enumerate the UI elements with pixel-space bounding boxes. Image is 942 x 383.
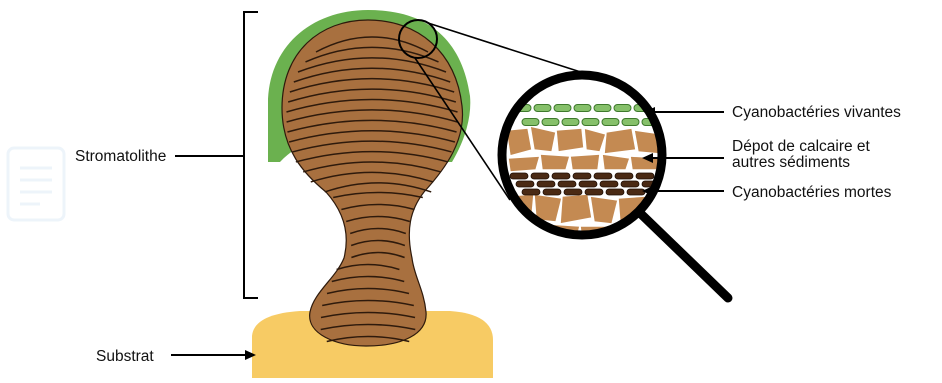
dead-cell: [552, 173, 570, 179]
sediment-grain: [540, 154, 570, 170]
dead-cell: [522, 189, 540, 195]
living-cell: [562, 119, 579, 126]
dead-cell: [564, 189, 582, 195]
dead-cell: [585, 189, 603, 195]
dead-cell: [594, 173, 612, 179]
label-substrate: Substrat: [96, 348, 154, 365]
dead-cell: [558, 181, 576, 187]
living-cell: [522, 119, 539, 126]
dead-cell: [636, 173, 654, 179]
stromatolite-bracket: [175, 12, 258, 298]
living-cell: [574, 105, 591, 112]
dead-cell: [579, 181, 597, 187]
living-cell: [602, 119, 619, 126]
dead-cell: [531, 173, 549, 179]
dead-cell: [600, 181, 618, 187]
living-cell: [614, 105, 631, 112]
living-cell: [534, 105, 551, 112]
sediment-grain: [590, 196, 618, 224]
substrate-arrow: [171, 350, 256, 360]
dead-cell: [621, 181, 639, 187]
dead-cell: [606, 189, 624, 195]
dead-cell: [543, 189, 561, 195]
sediment-grain: [508, 156, 540, 172]
dead-cell: [573, 173, 591, 179]
sediment-grain: [556, 128, 584, 152]
label-deposit-line1: Dépot de calcaire et: [732, 138, 871, 155]
dead-cell: [537, 181, 555, 187]
living-cell: [582, 119, 599, 126]
dead-cell: [615, 173, 633, 179]
sediment-grain: [560, 194, 592, 224]
label-dead-cyanobacteria: Cyanobactéries mortes: [732, 184, 892, 201]
document-icon: [8, 148, 64, 220]
label-stromatolite: Stromatolithe: [75, 148, 166, 165]
living-cell: [622, 119, 639, 126]
dead-cell: [510, 173, 528, 179]
dead-cell: [627, 189, 645, 195]
living-cell: [654, 105, 671, 112]
living-cell: [594, 105, 611, 112]
living-cell: [542, 119, 559, 126]
dead-cell: [516, 181, 534, 187]
sediment-grain: [570, 154, 600, 170]
label-living-cyanobacteria: Cyanobactéries vivantes: [732, 104, 901, 121]
sediment-grain: [604, 128, 636, 154]
living-cell: [554, 105, 571, 112]
label-deposit-line2: autres sédiments: [732, 154, 850, 171]
